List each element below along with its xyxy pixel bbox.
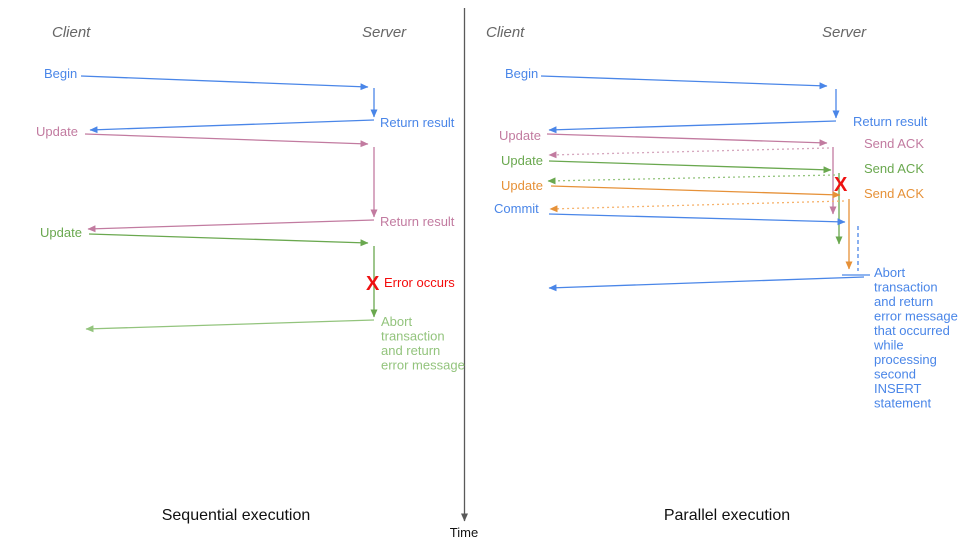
error-label: Error occurs — [384, 275, 455, 290]
ack-2-response-arrow — [547, 174, 836, 185]
begin-label: Begin — [505, 66, 538, 81]
update-2-request-arrow — [88, 233, 369, 247]
update-1-label: Update — [36, 124, 78, 139]
send-ack-1-label: Send ACK — [864, 136, 924, 151]
begin-response-arrow — [89, 119, 375, 134]
begin-response-arrow — [548, 120, 837, 134]
parallel-panel: Client Server Begin Return result Update… — [486, 24, 958, 524]
client-header: Client — [52, 24, 91, 41]
send-ack-3-label: Send ACK — [864, 186, 924, 201]
update-3-request-arrow — [550, 185, 841, 199]
update-1-request-arrow — [84, 133, 369, 148]
abort-message-line: INSERT — [874, 381, 921, 396]
abort-response-arrow — [548, 276, 865, 292]
sequential-panel: Client Server Begin Return result Update… — [36, 24, 465, 524]
time-axis-label: Time — [450, 525, 478, 540]
error-x-icon: X — [366, 273, 380, 295]
abort-message-line: and return — [381, 343, 440, 358]
begin-label: Begin — [44, 66, 77, 81]
return-result-label: Return result — [380, 115, 455, 130]
begin-request-arrow — [80, 75, 369, 91]
send-ack-2-label: Send ACK — [864, 161, 924, 176]
update-3-label: Update — [501, 178, 543, 193]
abort-message-line: Abort — [874, 265, 905, 280]
update-1-request-arrow — [546, 133, 828, 147]
ack-1-response-arrow — [548, 147, 830, 159]
abort-message-line: error message — [381, 358, 465, 373]
abort-message-line: second — [874, 367, 916, 382]
update-2-label: Update — [40, 225, 82, 240]
update-1-label: Update — [499, 128, 541, 143]
abort-message-line: while — [873, 338, 904, 353]
abort-message-line: and return — [874, 294, 933, 309]
abort-message-line: that occurred — [874, 323, 950, 338]
error-x-icon: X — [834, 174, 848, 196]
update-2-label: Update — [501, 153, 543, 168]
begin-request-arrow — [540, 75, 828, 90]
ack-3-response-arrow — [549, 200, 845, 213]
server-header: Server — [362, 24, 407, 41]
server-header: Server — [822, 24, 867, 41]
abort-message-line: processing — [874, 352, 937, 367]
return-result-label: Return result — [853, 114, 928, 129]
abort-response-arrow — [85, 319, 375, 333]
abort-message-line: Abort — [381, 314, 412, 329]
time-axis: Time — [450, 8, 478, 540]
update-2-request-arrow — [548, 160, 832, 174]
return-result-label: Return result — [380, 214, 455, 229]
abort-message-line: statement — [874, 396, 931, 411]
client-header: Client — [486, 24, 525, 41]
panel-title: Parallel execution — [664, 507, 790, 524]
commit-request-arrow — [548, 213, 846, 226]
abort-message-line: transaction — [874, 280, 938, 295]
commit-label: Commit — [494, 201, 539, 216]
panel-title: Sequential execution — [162, 507, 311, 524]
update-1-response-arrow — [87, 219, 375, 233]
abort-message-line: transaction — [381, 329, 445, 344]
abort-message-line: error message — [874, 309, 958, 324]
